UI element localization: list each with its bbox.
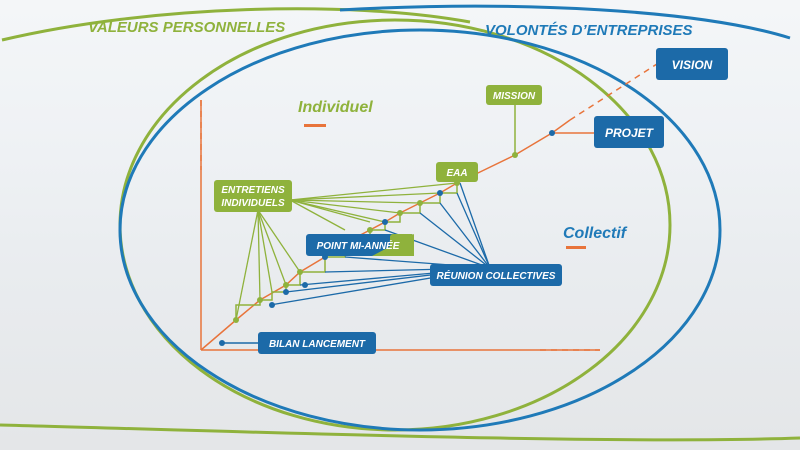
- dot-node-icon: [283, 282, 289, 288]
- title-valeurs-personnelles: VALEURS PERSONNELLES: [88, 19, 285, 36]
- dot-node-icon: [549, 130, 555, 136]
- eaa-label: EAA: [446, 168, 467, 179]
- blue-ellipse: [118, 28, 722, 432]
- dot-node-icon: [297, 269, 303, 275]
- dot-node-icon: [397, 210, 403, 216]
- reunion-box: RÉUNION COLLECTIVES: [430, 264, 562, 286]
- title-volontes-entreprises: VOLONTÉS D’ENTREPRISES: [485, 22, 693, 39]
- dot-node-icon: [512, 152, 518, 158]
- dot-node-icon: [219, 340, 225, 346]
- dot-node-icon: [437, 190, 443, 196]
- projet-box: PROJET: [594, 116, 664, 148]
- dot-node-icon: [382, 219, 388, 225]
- entretiens-fan: [235, 182, 458, 321]
- dot-node-icon: [257, 297, 263, 303]
- mission-box: MISSION: [486, 85, 542, 105]
- point-mi-annee-box: POINT MI-ANNÉE: [306, 234, 414, 256]
- entretiens-box: ENTRETIENS INDIVIDUELS: [214, 180, 292, 212]
- collectif-underline: [566, 246, 586, 249]
- label-collectif: Collectif: [563, 225, 628, 242]
- dot-node-icon: [302, 282, 308, 288]
- bilan-box: BILAN LANCEMENT: [258, 332, 376, 354]
- blue-arc-top: [339, 4, 791, 40]
- vision-box: VISION: [656, 48, 728, 80]
- entretiens-label-1: ENTRETIENS: [221, 185, 285, 196]
- reunion-label: RÉUNION COLLECTIVES: [437, 269, 556, 282]
- individuel-underline: [304, 124, 326, 127]
- dot-node-icon: [233, 317, 239, 323]
- bilan-label: BILAN LANCEMENT: [269, 339, 366, 350]
- growth-line-dash: [569, 61, 661, 121]
- label-individuel: Individuel: [298, 99, 373, 116]
- dot-node-icon: [269, 302, 275, 308]
- mission-label: MISSION: [493, 91, 536, 102]
- dot-node-icon: [417, 200, 423, 206]
- eaa-box: EAA: [436, 162, 478, 182]
- vision-label: VISION: [672, 58, 713, 72]
- projet-label: PROJET: [605, 126, 655, 140]
- dot-node-icon: [367, 227, 373, 233]
- green-arc-bottom: [0, 423, 800, 442]
- green-arc-top: [1, 7, 471, 42]
- point-mi-annee-label: POINT MI-ANNÉE: [317, 239, 400, 252]
- entretiens-label-2: INDIVIDUELS: [221, 198, 285, 209]
- dot-node-icon: [283, 289, 289, 295]
